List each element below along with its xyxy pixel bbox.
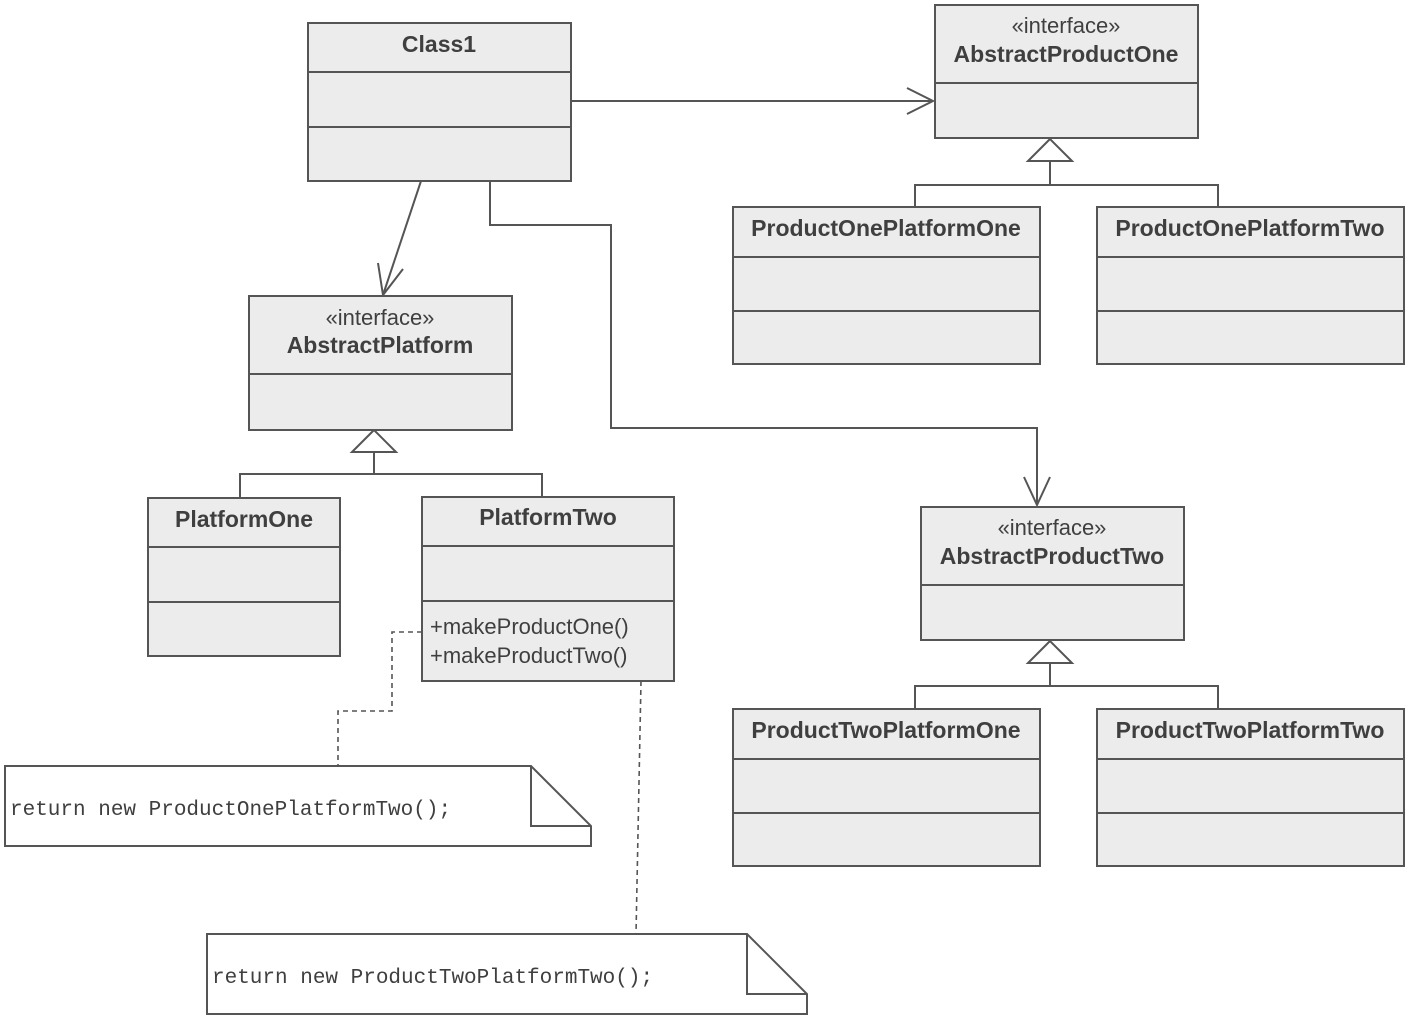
class-name: AbstractProductOne xyxy=(954,41,1179,67)
inheritance-triangle xyxy=(1025,639,1075,664)
method-make-product-two: +makeProductTwo() xyxy=(430,643,627,668)
class-name: AbstractProductTwo xyxy=(940,543,1164,569)
generalization-line xyxy=(914,685,1219,709)
open-arrowhead xyxy=(1023,476,1051,508)
association-class1-abstractproducttwo xyxy=(489,181,1038,505)
inheritance-triangle xyxy=(349,428,399,453)
class-producttwoplatformone[interactable]: ProductTwoPlatformOne xyxy=(732,708,1041,867)
generalization-line xyxy=(239,473,543,498)
class-name: Class1 xyxy=(402,31,476,57)
open-arrowhead xyxy=(377,262,404,298)
note-anchor-make-product-one xyxy=(337,631,422,766)
method-make-product-one: +makeProductOne() xyxy=(430,614,629,639)
class-name: ProductOnePlatformOne xyxy=(751,215,1021,241)
interface-abstractproductone[interactable]: «interface» AbstractProductOne xyxy=(934,4,1199,139)
inheritance-triangle xyxy=(1025,137,1075,162)
stereotype-label: «interface» xyxy=(326,305,435,330)
class-platformtwo[interactable]: PlatformTwo +makeProductOne() +makeProdu… xyxy=(421,496,675,682)
interface-abstractproducttwo[interactable]: «interface» AbstractProductTwo xyxy=(920,506,1185,641)
class-name: AbstractPlatform xyxy=(287,332,474,358)
class-class1[interactable]: Class1 xyxy=(307,22,572,182)
stereotype-label: «interface» xyxy=(998,515,1107,540)
class-name: PlatformOne xyxy=(175,506,313,532)
class-platformone[interactable]: PlatformOne xyxy=(147,497,341,657)
note-text: return new ProductTwoPlatformTwo(); xyxy=(212,967,653,990)
class-name: PlatformTwo xyxy=(479,504,617,530)
open-arrowhead xyxy=(906,87,936,115)
note-make-product-one[interactable]: return new ProductOnePlatformTwo(); xyxy=(4,765,592,847)
association-class1-abstractplatform xyxy=(382,180,422,296)
class-productoneplatformtwo[interactable]: ProductOnePlatformTwo xyxy=(1096,206,1405,365)
note-anchor-make-product-two xyxy=(635,680,642,935)
generalization-line xyxy=(914,184,1219,207)
class-producttwoplatformtwo[interactable]: ProductTwoPlatformTwo xyxy=(1096,708,1405,867)
class-name: ProductOnePlatformTwo xyxy=(1115,215,1384,241)
stereotype-label: «interface» xyxy=(1012,13,1121,38)
class-name: ProductTwoPlatformTwo xyxy=(1116,717,1385,743)
interface-abstractplatform[interactable]: «interface» AbstractPlatform xyxy=(248,295,513,431)
note-make-product-two[interactable]: return new ProductTwoPlatformTwo(); xyxy=(206,933,808,1015)
connectors xyxy=(239,87,1219,935)
note-text: return new ProductOnePlatformTwo(); xyxy=(10,799,451,822)
class-name: ProductTwoPlatformOne xyxy=(751,717,1020,743)
class-productoneplatformone[interactable]: ProductOnePlatformOne xyxy=(732,206,1041,365)
